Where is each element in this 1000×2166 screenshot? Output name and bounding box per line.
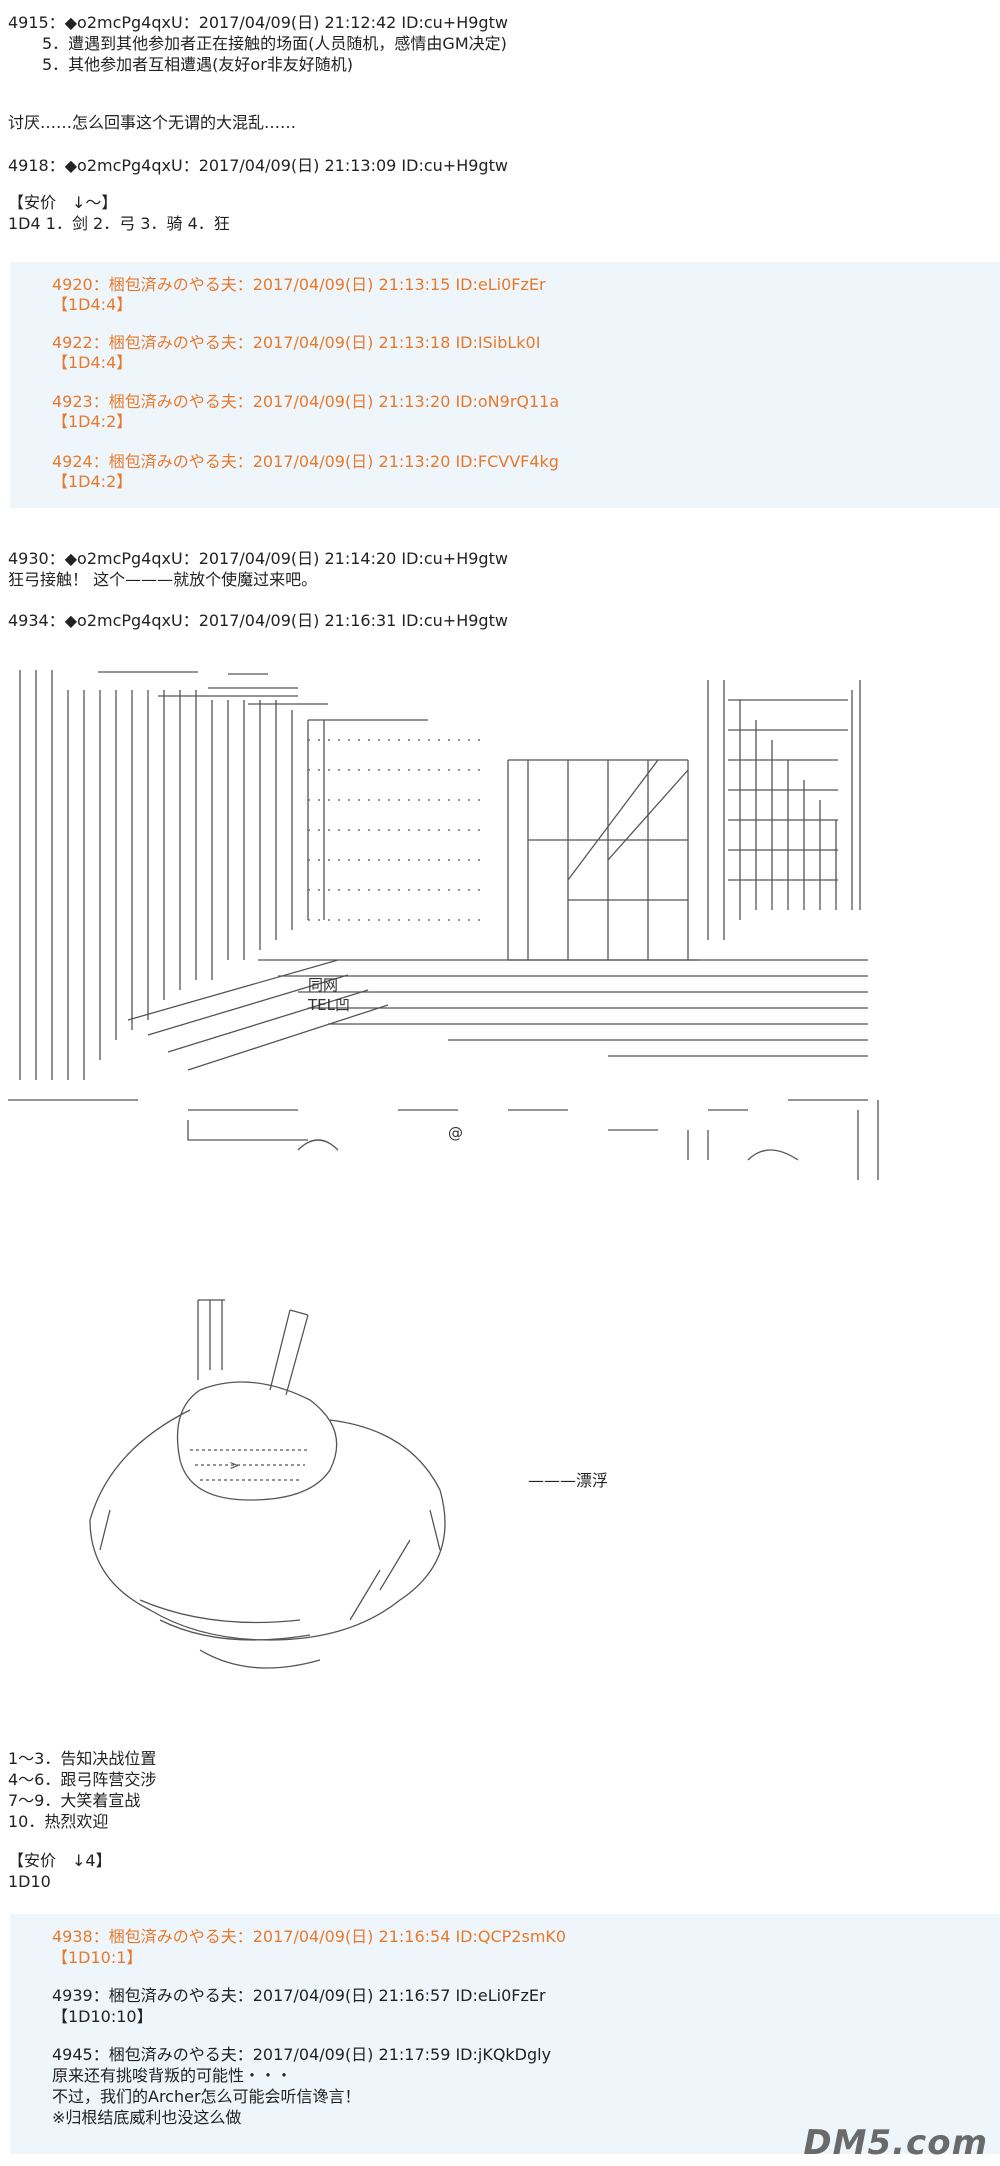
reply-header: 4939：梱包済みのやる夫：2017/04/09(日) 21:16:57 ID:… [52,1986,546,2005]
art-label: TEL凹 [307,996,350,1014]
choice-item: 1～3．告知决战位置 [8,1749,157,1768]
reply-body: 原来还有挑唆背叛的可能性・・・ [52,2066,293,2085]
post-header-4934: 4934：◆o2mcPg4qxU：2017/04/09(日) 21:16:31 … [8,611,508,630]
post-line: 【安价 ↓～】 [8,193,118,212]
reply-header: 4923：梱包済みのやる夫：2017/04/09(日) 21:13:20 ID:… [52,392,560,411]
reply-body: 【1D4:4】 [52,353,133,372]
reply-body: 【1D10:10】 [52,2007,153,2026]
ascii-art-familiar: > [89,1299,446,1669]
reply-body: 【1D4:2】 [52,472,133,491]
post-line: 狂弓接触！ 这个———就放个使魔过来吧。 [8,570,318,589]
reply-header: 4920：梱包済みのやる夫：2017/04/09(日) 21:13:15 ID:… [52,275,546,294]
post-line: 5．遭遇到其他参加者正在接触的场面(人员随机，感情由GM决定) [42,34,507,53]
svg-text:@: @ [448,1124,463,1142]
choice-item: 7～9．大笑着宣战 [8,1791,141,1810]
post-line: 5．其他参加者互相遭遇(友好or非友好随机) [42,55,354,74]
ascii-art-scene: 同网 TEL凹 @ [8,670,879,1180]
post-header-4918: 4918：◆o2mcPg4qxU：2017/04/09(日) 21:13:09 … [8,156,508,175]
reply-block [10,1914,1000,2154]
art-label: 同网 [308,976,338,994]
reply-header: 4922：梱包済みのやる夫：2017/04/09(日) 21:13:18 ID:… [52,333,541,352]
reply-body: 不过，我们的Archer怎么可能会听信谗言！ [52,2087,361,2106]
reply-header: 4938：梱包済みのやる夫：2017/04/09(日) 21:16:54 ID:… [52,1927,567,1946]
post-header-4915: 4915：◆o2mcPg4qxU：2017/04/09(日) 21:12:42 … [8,13,508,32]
choice-item: 10．热烈欢迎 [8,1812,109,1831]
post-header-4930: 4930：◆o2mcPg4qxU：2017/04/09(日) 21:14:20 … [8,549,508,568]
post-line: 讨厌……怎么回事这个无谓的大混乱…… [8,113,297,132]
reply-header: 4924：梱包済みのやる夫：2017/04/09(日) 21:13:20 ID:… [52,452,559,471]
float-label: ———漂浮 [528,1471,609,1490]
reply-body: 【1D4:2】 [52,412,133,431]
svg-text:>: > [230,1458,238,1474]
dm5-logo: DM5.com [803,2123,988,2163]
reply-body: 【1D4:4】 [52,295,133,314]
post-line: 1D4 1．剑 2．弓 3．骑 4．狂 [8,214,230,233]
reply-body: ※归根结底威利也没这么做 [52,2108,242,2127]
choice-item: 4～6．跟弓阵营交涉 [8,1770,157,1789]
reply-header: 4945：梱包済みのやる夫：2017/04/09(日) 21:17:59 ID:… [52,2045,552,2064]
dice-line: 1D10 [8,1872,51,1891]
reply-body: 【1D10:1】 [52,1948,143,1967]
reply-block [10,262,1000,508]
anchor-line: 【安价 ↓4】 [8,1851,112,1870]
